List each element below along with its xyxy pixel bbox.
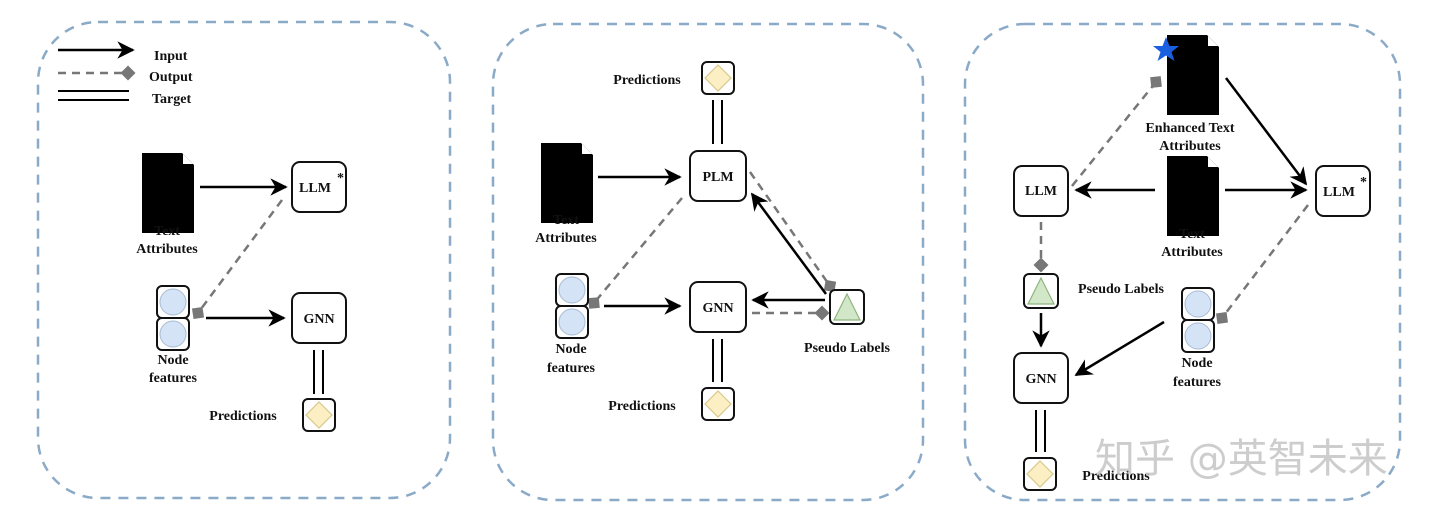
p2-text-attributes-label-1: Text — [553, 213, 579, 228]
p3-gnn-box — [1013, 352, 1069, 404]
p3-node-features-label-2: features — [1173, 375, 1221, 390]
p1-node-features-label-1: Node — [157, 353, 188, 368]
p1-gnn-box — [291, 292, 347, 344]
p2-prediction-top-icon — [701, 61, 735, 95]
p2-plm-label: PLM — [702, 170, 733, 185]
p3-input-enhanced-to-llm-right — [1225, 77, 1308, 186]
p3-enhanced-text-label-2: Attributes — [1159, 139, 1221, 154]
p1-llm-sup: * — [337, 171, 344, 186]
p2-gnn-box — [689, 281, 747, 333]
p3-node-features-icon — [1181, 287, 1215, 353]
text-attributes-doc-icon — [142, 153, 194, 233]
p3-predictions-label: Predictions — [1082, 469, 1150, 484]
p3-node-features-label-1: Node — [1181, 356, 1212, 371]
legend: Input Output Target — [58, 41, 193, 107]
p2-gnn-label: GNN — [702, 301, 733, 316]
p1-text-attributes-label-1: Text — [154, 224, 180, 239]
p2-node-features-label-1: Node — [555, 342, 586, 357]
p3-llm-left-box — [1013, 165, 1069, 217]
p3-prediction-icon — [1023, 457, 1057, 491]
p2-pseudo-label-icon — [829, 289, 865, 325]
p1-gnn-label: GNN — [303, 312, 334, 327]
p2-text-attributes-label-2: Attributes — [535, 231, 597, 246]
p2-pseudo-labels-label: Pseudo Labels — [804, 341, 891, 356]
legend-target-label: Target — [152, 92, 191, 107]
p1-node-features-label-2: features — [149, 371, 197, 386]
legend-input-label: Input — [154, 49, 188, 64]
p2-output-plm-to-node — [588, 197, 683, 309]
watermark: 知乎 @英智未来 — [1095, 436, 1388, 482]
panel-3-border — [963, 22, 1402, 502]
p3-text-attributes-label-2: Attributes — [1161, 245, 1223, 260]
p3-llm-left-label: LLM — [1025, 184, 1057, 199]
p1-llm-box — [291, 161, 347, 213]
legend-output-label: Output — [149, 70, 193, 85]
p3-text-attributes-label-1: Text — [1179, 227, 1205, 242]
p3-input-node-to-gnn — [1074, 320, 1165, 377]
p3-llm-right-box — [1315, 165, 1371, 217]
p2-predictions-top-label: Predictions — [613, 73, 681, 88]
p3-output-llm-left-to-enhanced — [1071, 76, 1162, 187]
p2-output-plm-to-pseudo — [748, 171, 837, 293]
p2-input-pseudo-to-plm — [750, 192, 828, 295]
p3-llm-right-label: LLM — [1323, 185, 1355, 200]
p2-node-features-icon — [555, 273, 589, 339]
panel-2-border — [491, 22, 925, 502]
panel-1-border — [36, 20, 452, 500]
p2-plm-box — [689, 150, 747, 202]
p1-predictions-label: Predictions — [209, 409, 277, 424]
p1-node-features-icon — [156, 285, 190, 351]
p3-output-llm-right-to-node — [1216, 204, 1309, 324]
p1-llm-label: LLM — [299, 181, 331, 196]
p3-gnn-label: GNN — [1025, 372, 1056, 387]
p3-pseudo-label-icon — [1023, 273, 1059, 309]
p3-pseudo-labels-label: Pseudo Labels — [1078, 282, 1165, 297]
p3-llm-right-sup: * — [1360, 175, 1367, 190]
p3-star-icon — [1153, 37, 1179, 61]
p2-predictions-bottom-label: Predictions — [608, 399, 676, 414]
p2-node-features-label-2: features — [547, 361, 595, 376]
p1-text-attributes-label-2: Attributes — [136, 242, 198, 257]
p1-output-llm-to-node — [191, 199, 284, 320]
p3-text-attributes-doc-icon — [1167, 156, 1219, 236]
p2-prediction-bottom-icon — [701, 387, 735, 421]
p1-prediction-icon — [302, 398, 336, 432]
p3-enhanced-text-label-1: Enhanced Text — [1145, 121, 1234, 136]
p2-text-attributes-doc-icon — [541, 143, 593, 223]
